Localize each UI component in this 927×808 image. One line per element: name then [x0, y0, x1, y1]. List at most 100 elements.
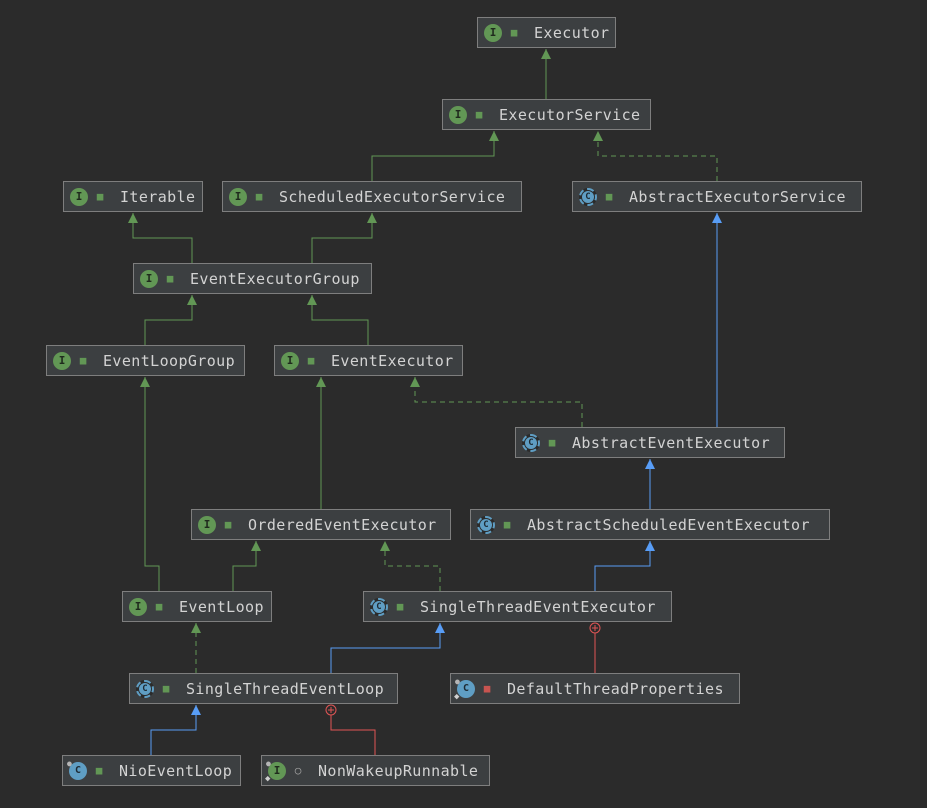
arrowhead: [251, 541, 261, 551]
edge-default_thread_properties-to-single_thread_event_executor: [589, 622, 601, 673]
public-lock-icon: ■: [510, 26, 518, 39]
static-interface-icon: I●◆: [265, 758, 286, 784]
plus-mark: [328, 707, 334, 713]
edge-executor_service-to-executor: [541, 49, 551, 99]
abstract-class-icon: C: [522, 433, 540, 452]
edge-line: [311, 213, 373, 263]
static-marker-icon: ●: [455, 676, 460, 686]
node-abstract-scheduled-event-executor[interactable]: C ■ AbstractScheduledEventExecutor: [470, 509, 830, 540]
node-executor[interactable]: I ■ Executor: [477, 17, 616, 48]
node-default-thread-properties[interactable]: C●◆ ■ DefaultThreadProperties: [450, 673, 740, 704]
public-lock-icon: ■: [166, 272, 174, 285]
edge-line: [232, 541, 257, 591]
edge-event_loop_group-to-event_executor_group: [144, 295, 197, 345]
edge-line: [414, 377, 583, 427]
node-label: EventLoop: [179, 597, 264, 616]
edge-event_executor_group-to-iterable: [128, 213, 193, 263]
edge-single_thread_event_executor-to-ordered_event_executor: [380, 541, 441, 591]
node-label: Iterable: [120, 187, 196, 206]
public-lock-icon: ■: [396, 600, 404, 613]
interface-icon: I: [281, 351, 299, 370]
public-lock-icon: ■: [255, 190, 263, 203]
arrowhead: [191, 705, 201, 715]
arrowhead: [645, 541, 655, 551]
node-ordered-event-executor[interactable]: I ■ OrderedEventExecutor: [191, 509, 451, 540]
public-lock-icon: ■: [162, 682, 170, 695]
edge-line: [384, 541, 441, 591]
node-nio-event-loop[interactable]: C● ■ NioEventLoop: [62, 755, 241, 786]
edge-line: [371, 131, 495, 181]
edge-line: [132, 213, 193, 263]
arrowhead: [367, 213, 377, 223]
abstract-class-icon: C: [579, 187, 597, 206]
node-event-executor-group[interactable]: I ■ EventExecutorGroup: [133, 263, 372, 294]
edge-single_thread_event_loop-to-event_loop: [191, 623, 201, 673]
node-label: OrderedEventExecutor: [248, 515, 437, 534]
abstract-class-icon: C: [136, 679, 154, 698]
arrowhead: [541, 49, 551, 59]
public-lock-icon: ■: [548, 436, 556, 449]
edge-abstract_event_executor-to-abstract_executor_service: [712, 213, 722, 427]
node-event-loop-group[interactable]: I ■ EventLoopGroup: [46, 345, 245, 376]
public-lock-icon: ■: [224, 518, 232, 531]
node-abstract-event-executor[interactable]: C ■ AbstractEventExecutor: [515, 427, 785, 458]
interface-icon: I: [53, 351, 71, 370]
edge-abstract_executor_service-to-executor_service: [593, 131, 718, 181]
edge-nio_event_loop-to-single_thread_event_loop: [150, 705, 201, 755]
edge-event_executor_group-to-scheduled_executor_service: [311, 213, 377, 263]
node-label: AbstractExecutorService: [629, 187, 846, 206]
edge-event_loop-to-ordered_event_executor: [232, 541, 261, 591]
public-lock-icon: ■: [96, 190, 104, 203]
node-single-thread-event-executor[interactable]: C ■ SingleThreadEventExecutor: [363, 591, 672, 622]
node-executor-service[interactable]: I ■ ExecutorService: [442, 99, 651, 130]
node-abstract-executor-service[interactable]: C ■ AbstractExecutorService: [572, 181, 862, 212]
static-class-icon: C●◆: [454, 676, 475, 702]
node-event-executor[interactable]: I ■ EventExecutor: [274, 345, 463, 376]
arrowhead: [410, 377, 420, 387]
node-scheduled-executor-service[interactable]: I ■ ScheduledExecutorService: [222, 181, 522, 212]
edge-single_thread_event_executor-to-abstract_scheduled_event_executor: [594, 541, 655, 591]
interface-icon: I: [484, 23, 502, 42]
arrowhead: [191, 623, 201, 633]
public-lock-icon: ■: [79, 354, 87, 367]
edge-abstract_event_executor-to-event_executor: [410, 377, 583, 427]
edge-non_wakeup_runnable-to-single_thread_event_loop: [325, 704, 376, 755]
public-lock-icon: ■: [307, 354, 315, 367]
public-lock-icon: ■: [503, 518, 511, 531]
public-lock-icon: ■: [95, 764, 103, 777]
node-label: ScheduledExecutorService: [279, 187, 506, 206]
interface-icon: I: [449, 105, 467, 124]
arrowhead: [593, 131, 603, 141]
node-non-wakeup-runnable[interactable]: I●◆ ○ NonWakeupRunnable: [261, 755, 490, 786]
edge-scheduled_executor_service-to-executor_service: [371, 131, 499, 181]
nested-marker-icon: ◆: [265, 773, 271, 784]
arrowhead: [645, 459, 655, 469]
node-single-thread-event-loop[interactable]: C ■ SingleThreadEventLoop: [129, 673, 398, 704]
interface-icon: I: [140, 269, 158, 288]
interface-icon: I: [129, 597, 147, 616]
arrowhead: [140, 377, 150, 387]
node-label: Executor: [534, 23, 610, 42]
node-label: ExecutorService: [499, 105, 641, 124]
node-event-loop[interactable]: I ■ EventLoop: [122, 591, 272, 622]
node-iterable[interactable]: I ■ Iterable: [63, 181, 203, 212]
edge-event_executor-to-event_executor_group: [307, 295, 369, 345]
static-marker-icon: ●: [266, 758, 271, 768]
interface-icon: I: [229, 187, 247, 206]
public-lock-icon: ■: [475, 108, 483, 121]
arrowhead: [128, 213, 138, 223]
public-lock-icon: ■: [605, 190, 613, 203]
edge-line: [330, 623, 441, 673]
arrowhead: [380, 541, 390, 551]
arrowhead: [187, 295, 197, 305]
final-class-icon: C●: [67, 758, 87, 780]
edge-abstract_scheduled_event_executor-to-abstract_event_executor: [645, 459, 655, 509]
final-marker-icon: ●: [67, 758, 72, 768]
arrowhead: [435, 623, 445, 633]
node-label: EventExecutorGroup: [190, 269, 360, 288]
node-label: NonWakeupRunnable: [318, 761, 479, 780]
edge-line: [311, 295, 369, 345]
interface-icon: I: [198, 515, 216, 534]
